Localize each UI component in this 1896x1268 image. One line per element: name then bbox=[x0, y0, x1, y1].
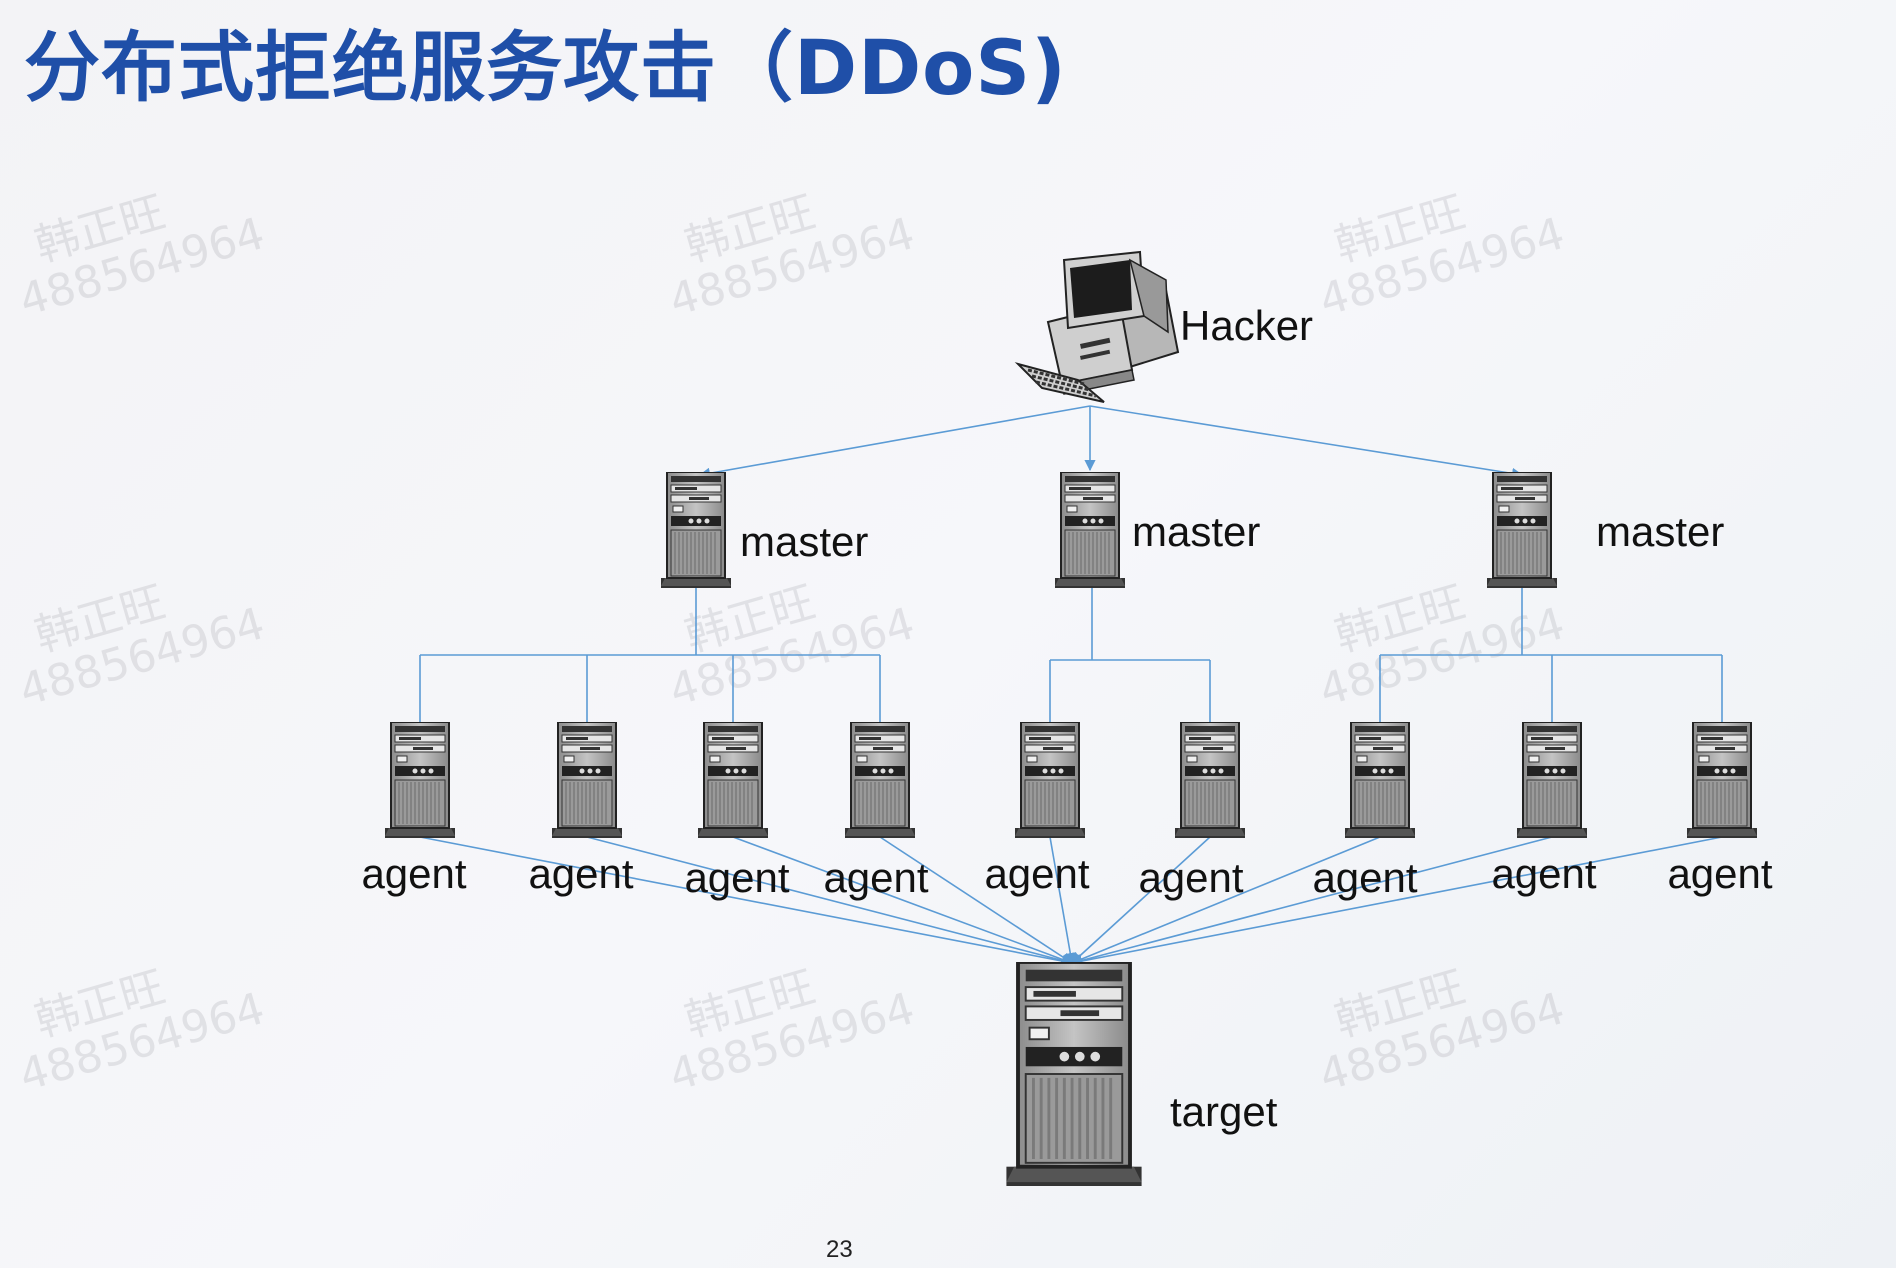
link-agent-1-target bbox=[419, 836, 1074, 967]
link-agent-8-target bbox=[1070, 836, 1553, 966]
agent-server-icon bbox=[550, 722, 624, 838]
target-server-icon bbox=[1006, 962, 1141, 1186]
agent-label-2: agent bbox=[528, 850, 633, 897]
link-agent-9-target bbox=[1070, 836, 1723, 967]
hacker-label: Hacker bbox=[1180, 302, 1313, 349]
master-label-2: master bbox=[1132, 508, 1260, 555]
tree-master-1 bbox=[419, 588, 881, 722]
link-agent-5-target bbox=[1049, 836, 1076, 965]
link-hacker-master-3 bbox=[1089, 405, 1524, 479]
connector-lines bbox=[419, 405, 1723, 967]
agent-server-icon bbox=[1013, 722, 1087, 838]
agent-label-3: agent bbox=[684, 854, 789, 901]
master-label-3: master bbox=[1596, 508, 1724, 555]
agent-label-4: agent bbox=[823, 854, 928, 901]
hacker-computer-icon bbox=[1014, 250, 1180, 403]
agent-label-7: agent bbox=[1312, 854, 1417, 901]
link-agent-7-target bbox=[1070, 836, 1381, 965]
tree-master-3 bbox=[1379, 588, 1723, 722]
agent-server-icon bbox=[1173, 722, 1247, 838]
agent-server-icon bbox=[843, 722, 917, 838]
agent-label-5: agent bbox=[984, 850, 1089, 897]
link-agent-6-target bbox=[1071, 836, 1211, 964]
tree-master-2 bbox=[1049, 588, 1211, 722]
agent-server-icon bbox=[1515, 722, 1589, 838]
target-label: target bbox=[1170, 1088, 1278, 1135]
master-label-1: master bbox=[740, 518, 868, 565]
agent-server-icon bbox=[696, 722, 770, 838]
agent-label-1: agent bbox=[361, 850, 466, 897]
master-server-icon bbox=[1485, 472, 1559, 588]
agent-label-6: agent bbox=[1138, 854, 1243, 901]
agent-server-icon bbox=[1343, 722, 1417, 838]
agent-server-icon bbox=[1685, 722, 1759, 838]
master-server-icon bbox=[1053, 472, 1127, 588]
link-agent-4-target bbox=[879, 836, 1073, 964]
slide-title: 分布式拒绝服务攻击（DDoS) bbox=[24, 23, 1067, 112]
link-agent-3-target bbox=[732, 836, 1074, 965]
agent-label-8: agent bbox=[1491, 850, 1596, 897]
link-hacker-master-1 bbox=[698, 405, 1091, 479]
agent-label-9: agent bbox=[1667, 850, 1772, 897]
master-server-icon bbox=[659, 472, 733, 588]
agent-server-icon bbox=[383, 722, 457, 838]
link-agent-2-target bbox=[586, 836, 1074, 966]
page-number: 23 bbox=[826, 1236, 853, 1263]
